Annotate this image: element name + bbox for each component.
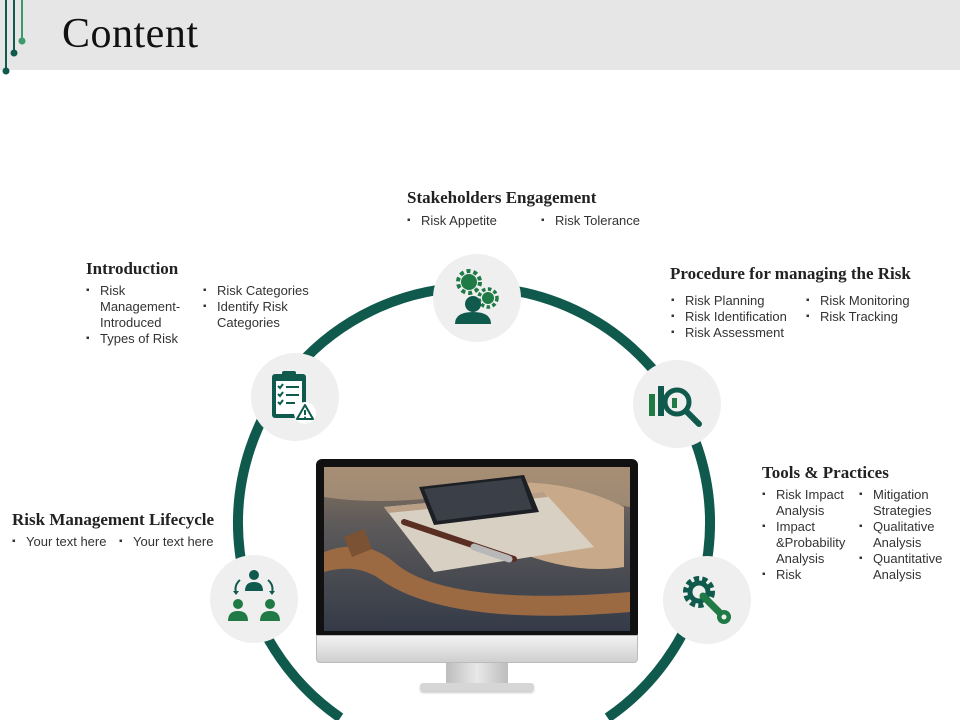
monitor-image [316,459,638,699]
stakeholders-list-1: Risk Appetite [407,213,497,229]
list-item: Risk Monitoring [806,293,910,309]
list-item: Risk [762,567,858,583]
stakeholders-heading: Stakeholders Engagement [407,188,597,207]
list-item: Risk Identification [671,309,787,325]
procedure-node [633,360,721,448]
monitor-screen [316,459,638,639]
page-title: Content [62,11,199,57]
procedure-list-1: Risk Planning Risk Identification Risk A… [671,293,787,341]
header-decoration [2,0,26,75]
list-item: Qualitative Analysis [859,519,955,551]
procedure-list-2: Risk Monitoring Risk Tracking [806,293,910,325]
list-item: Identify Risk Categories [203,299,323,331]
list-item: Risk Impact Analysis [762,487,858,519]
list-item: Your text here [12,534,106,550]
checklist-warning-icon [272,371,316,424]
gear-wrench-icon [683,576,731,624]
lifecycle-heading: Risk Management Lifecycle [12,510,215,529]
list-item: Your text here [119,534,213,550]
team-gears-icon [455,269,499,324]
monitor-base [420,683,534,691]
chart-magnifier-icon [649,386,702,427]
list-item: Types of Risk [86,331,191,347]
desk-photo [324,467,630,631]
lifecycle-list-1: Your text here [12,534,106,550]
introduction-list-2: Risk Categories Identify Risk Categories [203,283,323,331]
introduction-list-1: Risk Management- Introduced Types of Ris… [86,283,191,347]
desk-photo-art [324,467,630,631]
monitor-chin [316,635,638,663]
list-item: Risk Assessment [671,325,787,341]
list-item: Risk Appetite [407,213,497,229]
list-item: Risk Management- Introduced [86,283,191,331]
monitor-stand [446,663,508,685]
tools-node [663,556,751,644]
list-item: Quantitative Analysis [859,551,955,583]
stakeholders-list-2: Risk Tolerance [541,213,640,229]
stakeholders-node [433,254,521,342]
org-people-icon [228,570,280,621]
procedure-heading: Procedure for managing the Risk [670,264,911,283]
introduction-heading: Introduction [86,259,179,278]
lifecycle-node [210,555,298,643]
lifecycle-list-2: Your text here [119,534,213,550]
list-item: Risk Tolerance [541,213,640,229]
title-bar [0,0,960,70]
list-item: Risk Tracking [806,309,910,325]
list-item: Risk Planning [671,293,787,309]
list-item: Impact &Probability Analysis [762,519,858,567]
list-item: Mitigation Strategies [859,487,955,519]
tools-heading: Tools & Practices [762,463,889,482]
list-item: Risk Categories [203,283,323,299]
introduction-node [251,353,339,441]
tools-list-1: Risk Impact Analysis Impact &Probability… [762,487,858,583]
tools-list-2: Mitigation Strategies Qualitative Analys… [859,487,955,583]
